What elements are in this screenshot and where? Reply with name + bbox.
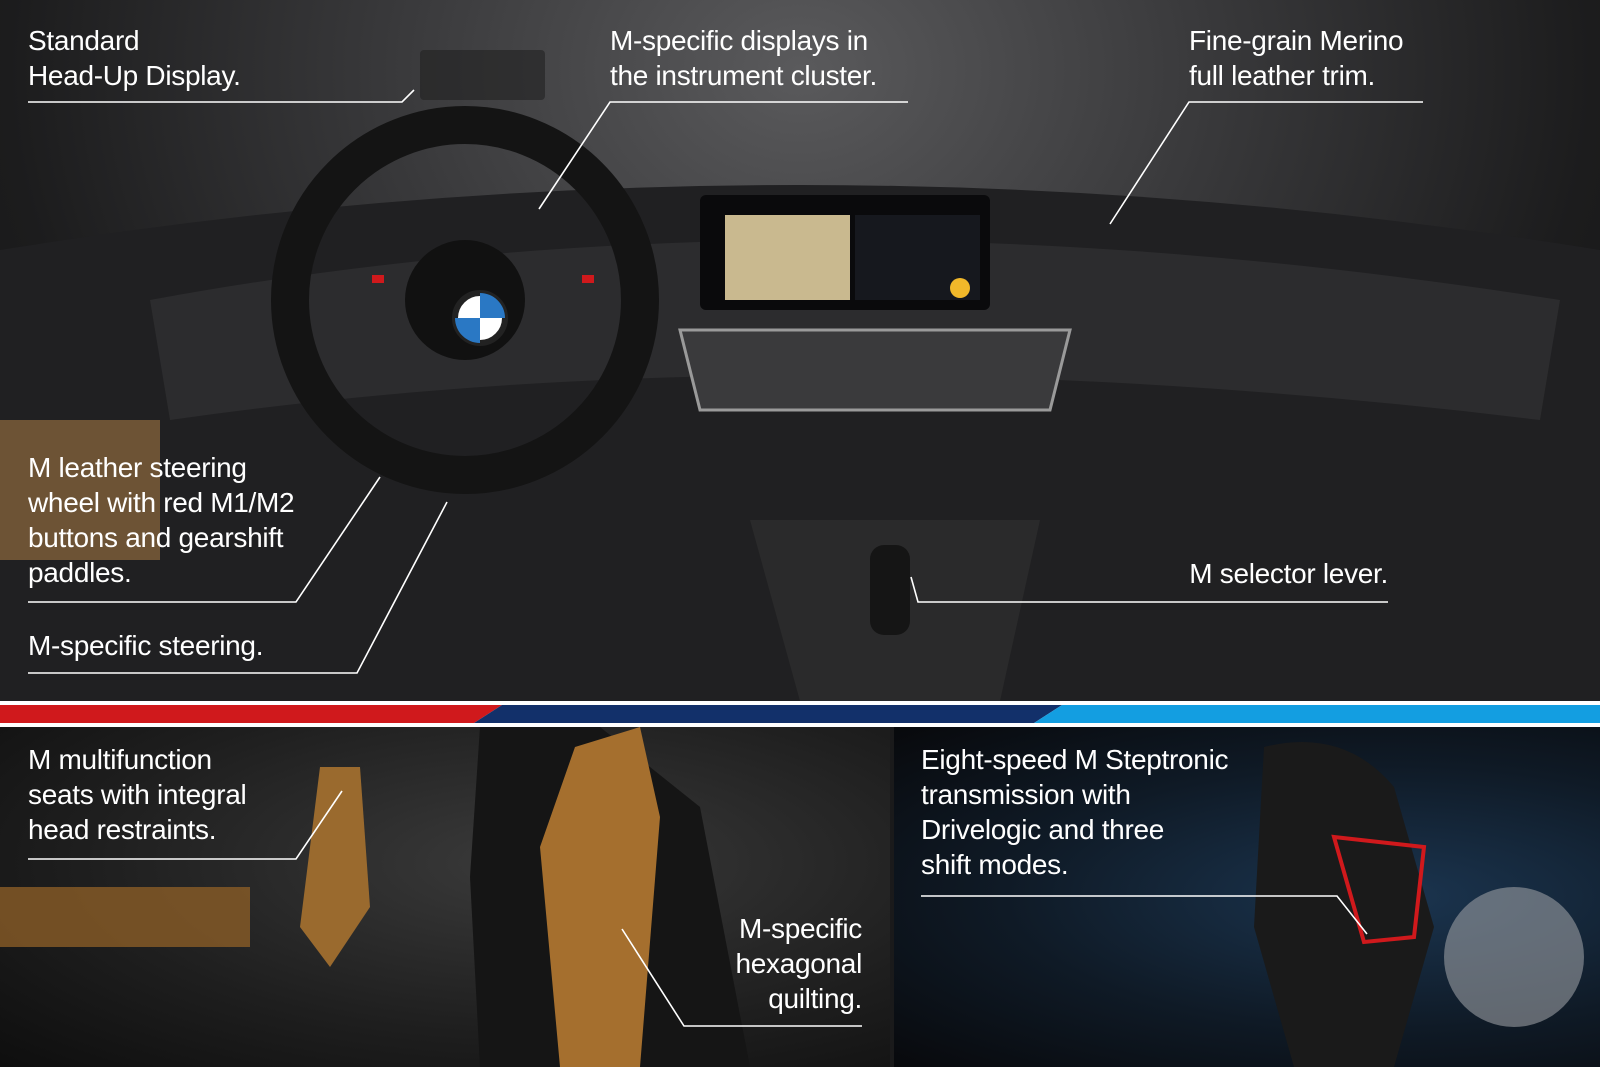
gear-knob xyxy=(1254,742,1434,1067)
callout-text: quilting. xyxy=(768,983,862,1014)
callout-text: shift modes. xyxy=(921,849,1069,880)
dashboard-photo xyxy=(0,0,1600,701)
callout-text: M leather steering xyxy=(28,452,247,483)
callout-text: seats with integral xyxy=(28,779,247,810)
callout-text: head restraints. xyxy=(28,814,217,845)
callout-text: wheel with red M1/M2 xyxy=(28,487,295,518)
callout-text: M-specific steering. xyxy=(28,630,264,661)
callout-text: Drivelogic and three xyxy=(921,814,1165,845)
callout-text: M-specific xyxy=(738,913,862,944)
hud-display xyxy=(420,50,545,100)
callout-text: transmission with xyxy=(921,779,1131,810)
callout-text: Eight-speed M Steptronic xyxy=(921,744,1229,775)
dashboard-illustration xyxy=(0,50,1560,701)
callout-text: Head-Up Display. xyxy=(28,60,241,91)
callout-wheel: M leather steering wheel with red M1/M2 … xyxy=(28,450,295,590)
callout-text: the instrument cluster. xyxy=(610,60,878,91)
callout-quilting: M-specific hexagonal quilting. xyxy=(735,911,862,1016)
callout-selector: M selector lever. xyxy=(1189,556,1388,591)
callout-cluster: M-specific displays in the instrument cl… xyxy=(610,23,877,93)
callout-text: hexagonal xyxy=(735,948,862,979)
callout-merino: Fine-grain Merino full leather trim. xyxy=(1189,23,1404,93)
callout-text: M-specific displays in xyxy=(610,25,868,56)
callout-hud: Standard Head-Up Display. xyxy=(28,23,241,93)
callout-text: M multifunction xyxy=(28,744,212,775)
callout-text: M selector lever. xyxy=(1189,558,1388,589)
callout-text: buttons and gearshift xyxy=(28,522,284,553)
callout-transmission: Eight-speed M Steptronic transmission wi… xyxy=(921,742,1228,882)
callout-text: Fine-grain Merino xyxy=(1189,25,1404,56)
m-color-stripe xyxy=(0,701,1600,727)
steering-wheel xyxy=(271,106,659,494)
callout-seats: M multifunction seats with integral head… xyxy=(28,742,247,847)
callout-steering: M-specific steering. xyxy=(28,628,263,663)
callout-text: paddles. xyxy=(28,557,132,588)
callout-text: full leather trim. xyxy=(1189,60,1375,91)
callout-text: Standard xyxy=(28,25,140,56)
selector-lever xyxy=(870,545,910,635)
